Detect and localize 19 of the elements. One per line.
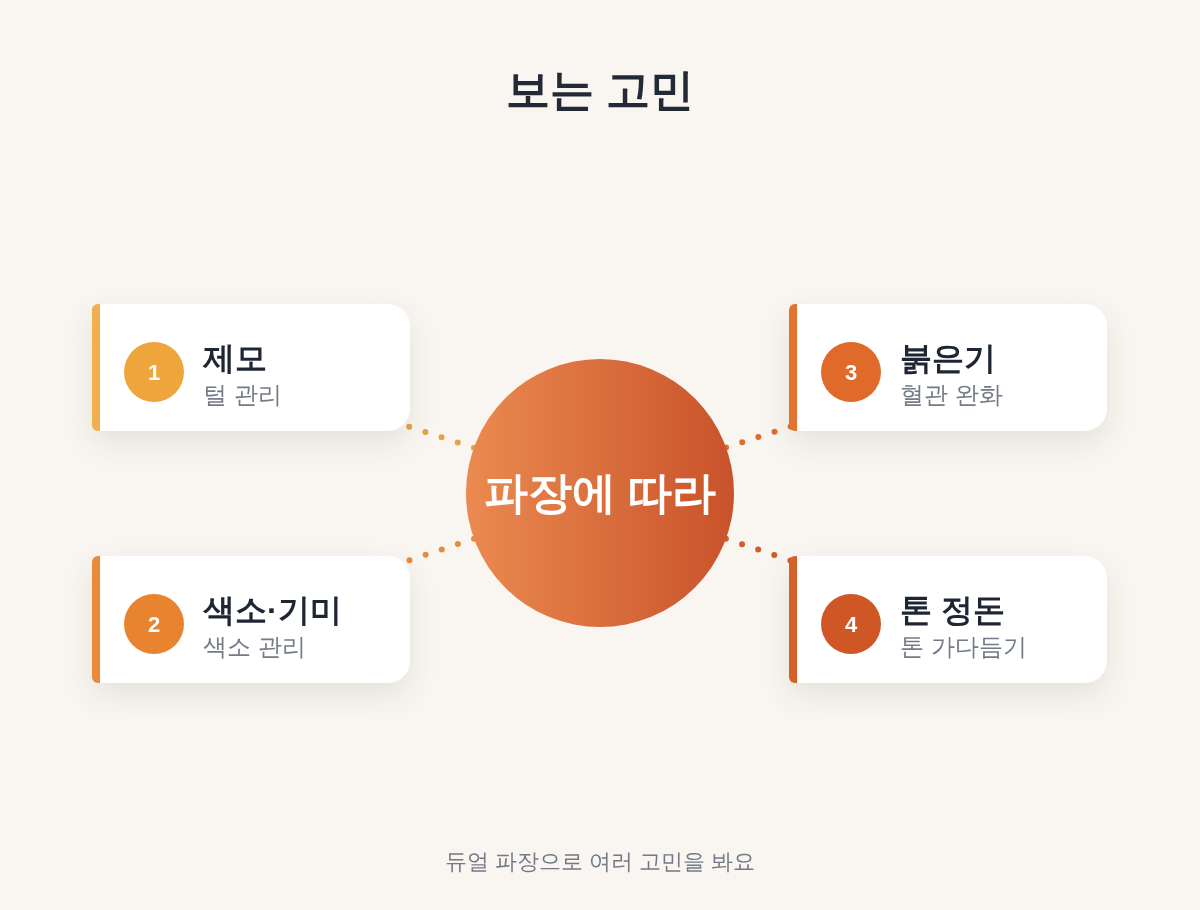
- concern-card: [789, 304, 1107, 431]
- card-subtitle: 혈관 완화: [900, 380, 1003, 410]
- number-badge: 1: [124, 342, 184, 402]
- card-title: 톤 정돈: [900, 591, 1005, 630]
- card-title: 붉은기: [900, 339, 996, 378]
- concern-card: [92, 304, 410, 431]
- caption: 듀얼 파장으로 여러 고민을 봐요: [444, 848, 756, 876]
- number-badge: 4: [821, 594, 881, 654]
- card-subtitle: 색소 관리: [203, 632, 306, 662]
- card-subtitle: 털 관리: [203, 380, 282, 410]
- number-badge: 2: [124, 594, 184, 654]
- card-title: 색소·기미: [203, 591, 342, 630]
- center-label: 파장에 따라: [483, 467, 717, 519]
- card-title: 제모: [203, 339, 267, 378]
- concern-card: [789, 556, 1107, 683]
- card-subtitle: 톤 가다듬기: [900, 632, 1027, 662]
- title: 보는 고민: [505, 64, 695, 116]
- number-badge: 3: [821, 342, 881, 402]
- concern-card: [92, 556, 410, 683]
